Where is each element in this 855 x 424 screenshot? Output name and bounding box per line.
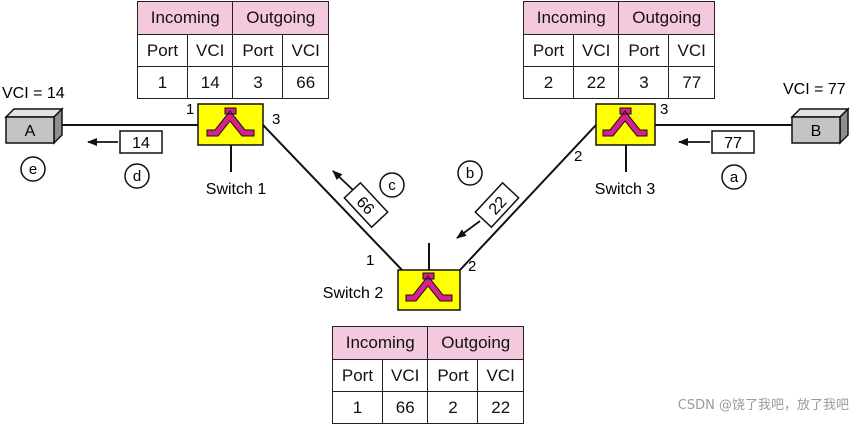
arrow-c xyxy=(332,170,354,191)
table-cell: 22 xyxy=(572,66,620,99)
table-subheader: Port xyxy=(523,34,574,67)
switch-1-port-right: 3 xyxy=(272,111,280,128)
switch-3 xyxy=(595,103,656,146)
switch-3-port-left: 2 xyxy=(574,148,582,165)
step-e-label: e xyxy=(29,161,37,178)
switch-1-port-left: 1 xyxy=(186,101,194,118)
switch-2-vci-table: Incoming Outgoing Port VCI Port VCI 1 66… xyxy=(331,326,524,424)
table-subheader: VCI xyxy=(477,359,524,392)
switch-2-port-right: 2 xyxy=(468,258,476,275)
switch-1-vci-table: Incoming Outgoing Port VCI Port VCI 1 14… xyxy=(136,1,329,99)
table-subheader: VCI xyxy=(668,34,715,67)
table-header-outgoing: Outgoing xyxy=(427,326,524,360)
table-cell: 3 xyxy=(232,66,284,99)
link-switch2-switch3 xyxy=(459,124,597,271)
vci-label-b: VCI = 77 xyxy=(783,81,846,98)
step-c: c xyxy=(379,172,405,198)
step-e: e xyxy=(20,156,46,182)
table-header-outgoing: Outgoing xyxy=(618,1,715,35)
host-b-label: B xyxy=(811,123,822,140)
switch-2-port-left: 1 xyxy=(366,252,374,269)
table-cell: 66 xyxy=(282,66,329,99)
table-subheader: Port xyxy=(232,34,284,67)
switch-2 xyxy=(397,269,461,311)
table-header-outgoing: Outgoing xyxy=(232,1,329,35)
table-cell: 2 xyxy=(523,66,574,99)
switch-2-name: Switch 2 xyxy=(323,285,384,302)
vci-label-a: VCI = 14 xyxy=(2,85,65,102)
table-subheader: VCI xyxy=(282,34,329,67)
table-subheader: VCI xyxy=(572,34,620,67)
table-cell: 14 xyxy=(186,66,234,99)
table-subheader: Port xyxy=(332,359,383,392)
cell-14: 14 xyxy=(119,130,163,154)
step-a: a xyxy=(721,164,747,190)
step-b-label: b xyxy=(466,165,474,182)
switch-3-vci-table: Incoming Outgoing Port VCI Port VCI 2 22… xyxy=(522,1,715,99)
table-subheader: VCI xyxy=(381,359,429,392)
step-c-label: c xyxy=(388,177,396,194)
cell-66: 66 xyxy=(343,181,389,229)
step-b: b xyxy=(457,160,483,186)
switch-1 xyxy=(197,103,264,146)
watermark: CSDN @饶了我吧，放了我吧 xyxy=(677,398,849,413)
table-cell: 1 xyxy=(137,66,188,99)
switch-2-icon xyxy=(405,272,453,302)
step-a-label: a xyxy=(730,169,739,186)
table-subheader: Port xyxy=(427,359,479,392)
cell-77-label: 77 xyxy=(724,135,742,152)
table-subheader: VCI xyxy=(186,34,234,67)
table-header-incoming: Incoming xyxy=(136,1,234,35)
cell-14-label: 14 xyxy=(132,135,150,152)
step-d: d xyxy=(124,163,150,189)
host-b: B xyxy=(790,107,850,145)
link-switch1-switch2 xyxy=(262,124,403,271)
switch-1-icon xyxy=(206,107,255,137)
host-a-label: A xyxy=(25,123,36,140)
host-a: A xyxy=(4,107,64,145)
table-cell: 77 xyxy=(668,66,715,99)
switch-3-port-right: 3 xyxy=(660,101,668,118)
table-subheader: Port xyxy=(618,34,670,67)
switch-3-icon xyxy=(602,107,648,137)
cell-22: 22 xyxy=(474,181,520,229)
switch-3-name: Switch 3 xyxy=(595,181,656,198)
switch-1-name: Switch 1 xyxy=(206,181,267,198)
step-d-label: d xyxy=(133,168,141,185)
table-cell: 3 xyxy=(618,66,670,99)
table-header-incoming: Incoming xyxy=(522,1,620,35)
arrow-b xyxy=(456,220,481,239)
table-subheader: Port xyxy=(137,34,188,67)
table-header-incoming: Incoming xyxy=(331,326,429,360)
cell-77: 77 xyxy=(711,130,755,154)
